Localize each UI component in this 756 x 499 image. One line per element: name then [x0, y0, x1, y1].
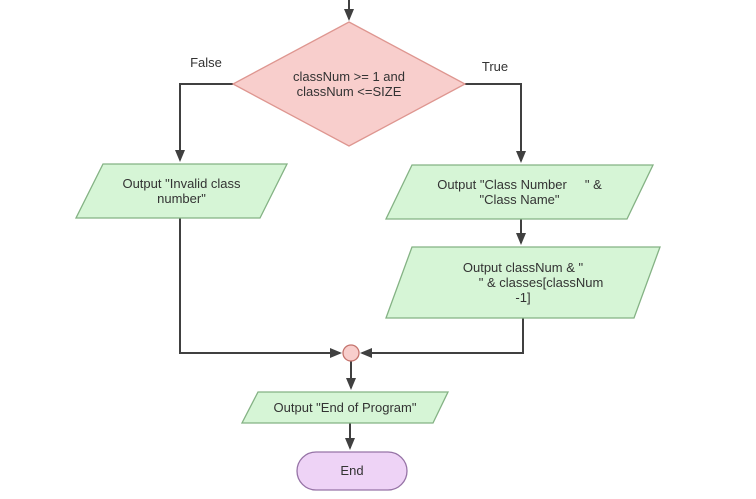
output-endprogram-parallelogram	[240, 391, 450, 424]
edge-invalid-to-junction	[179, 218, 342, 358]
output-invalid-parallelogram	[74, 163, 289, 219]
junction-connector-circle	[342, 344, 360, 362]
edge-decision-true-branch	[465, 83, 526, 163]
end-terminator	[296, 451, 408, 491]
output-classnum-parallelogram	[385, 246, 661, 319]
decision-diamond	[231, 21, 467, 147]
output-header-parallelogram	[384, 164, 655, 220]
edge-decision-false-branch	[175, 83, 233, 162]
edge-classnum-to-junction	[360, 318, 524, 358]
